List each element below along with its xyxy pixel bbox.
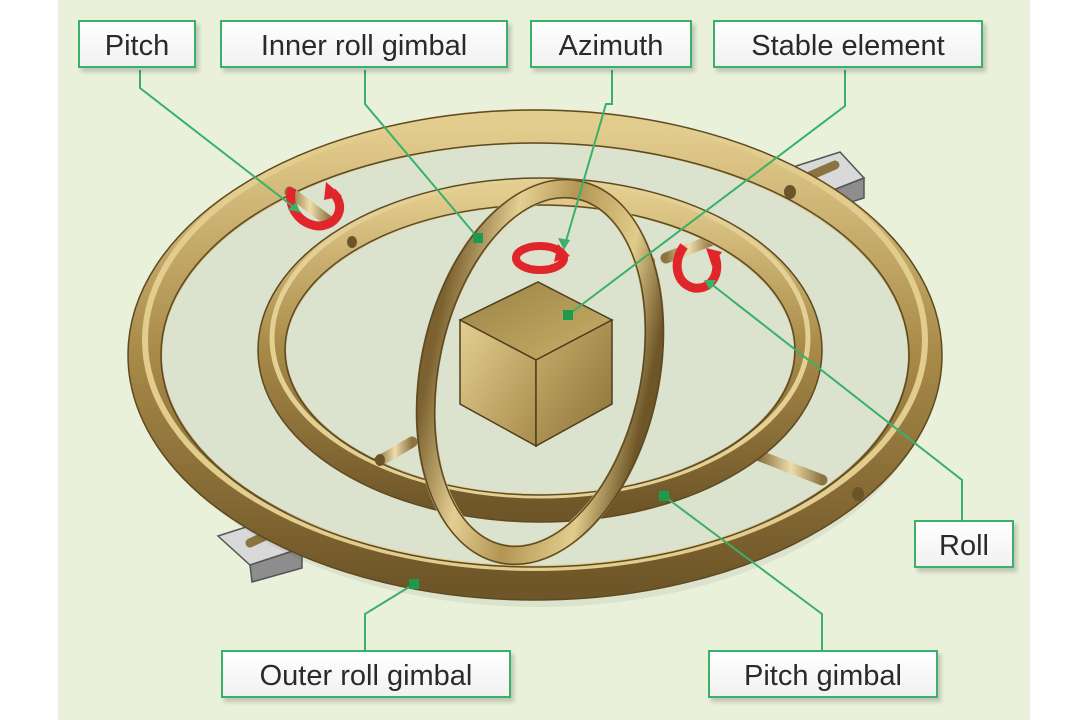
label-roll: Roll	[914, 520, 1014, 568]
pitch-rotation-arrow	[286, 182, 345, 231]
leader-lines	[139, 70, 963, 650]
roll-rotation-arrow	[672, 243, 722, 293]
pitch-shafts	[284, 186, 828, 486]
diagram-canvas: Pitch Inner roll gimbal Azimuth Stable e…	[58, 0, 1030, 720]
label-stable-element: Stable element	[713, 20, 983, 68]
inner-roll-gimbal-ring	[415, 178, 665, 566]
azimuth-rotation-arrow	[512, 242, 570, 274]
leader-arrowheads	[288, 202, 716, 290]
label-pitch: Pitch	[78, 20, 196, 68]
leader-markers	[409, 233, 669, 589]
gimbal-illustration	[127, 70, 963, 650]
label-azimuth: Azimuth	[530, 20, 692, 68]
label-inner-roll-gimbal: Inner roll gimbal	[220, 20, 508, 68]
label-outer-roll-gimbal: Outer roll gimbal	[221, 650, 511, 698]
label-pitch-gimbal: Pitch gimbal	[708, 650, 938, 698]
stable-element-cube	[458, 281, 614, 448]
